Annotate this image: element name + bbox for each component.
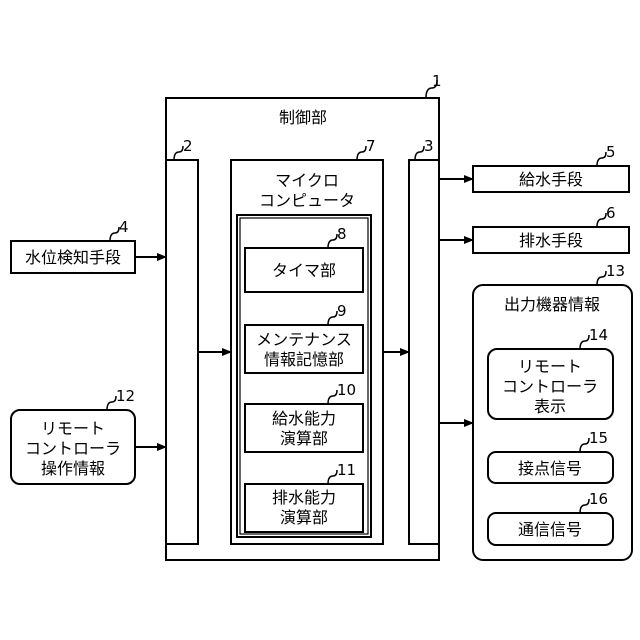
leader-5 <box>597 152 606 166</box>
supply-capacity-calc-label-line1: 給水能力 <box>272 409 336 428</box>
comm-signal-label: 通信信号 <box>518 520 582 539</box>
maintenance-storage-label-line2: 情報記憶部 <box>264 350 344 369</box>
ref-number-3: 3 <box>424 137 434 155</box>
leader-9 <box>328 311 337 325</box>
leader-11 <box>328 470 337 484</box>
output-device-info-label: 出力機器情報 <box>504 295 600 314</box>
drain-capacity-calc-label-line2: 演算部 <box>280 508 328 527</box>
supply-capacity-calc-label-line2: 演算部 <box>280 429 328 448</box>
ref-number-1: 1 <box>432 72 442 90</box>
ref-number-16: 16 <box>589 490 608 508</box>
microcomputer-label-line2: コンピュータ <box>259 191 355 210</box>
output-device-info-box <box>473 285 632 560</box>
remote-display-label-line1: リモート <box>518 357 582 376</box>
drain-means-label: 排水手段 <box>519 231 583 250</box>
ref-number-15: 15 <box>589 429 608 447</box>
ref-number-9: 9 <box>337 302 347 320</box>
remote-display-label-line3: 表示 <box>534 397 566 416</box>
ref-number-13: 13 <box>606 262 625 280</box>
ref-number-6: 6 <box>606 204 616 222</box>
drain-capacity-calc-label-line1: 排水能力 <box>272 488 336 507</box>
remote-display-label-line2: コントローラ <box>502 377 598 396</box>
ref-number-14: 14 <box>589 326 608 344</box>
leader-3 <box>415 146 424 160</box>
timer-unit-label: タイマ部 <box>272 261 336 280</box>
remote-operation-info-label-line1: リモート <box>41 419 105 438</box>
ref-number-5: 5 <box>606 143 616 161</box>
microcomputer-label-line1: マイクロ <box>275 171 339 190</box>
leader-16 <box>580 499 589 513</box>
input-interface-box <box>166 160 198 544</box>
water-level-detector-label: 水位検知手段 <box>25 248 121 267</box>
contact-signal-label: 接点信号 <box>518 459 582 478</box>
leader-15 <box>580 438 589 452</box>
leader-7 <box>357 146 366 160</box>
remote-operation-info-label-line3: 操作情報 <box>41 459 105 478</box>
ref-number-12: 12 <box>116 387 135 405</box>
ref-number-4: 4 <box>119 218 129 236</box>
remote-operation-info-label-line2: コントローラ <box>25 439 121 458</box>
leader-6 <box>597 213 606 227</box>
output-interface-box <box>409 160 439 544</box>
leader-13 <box>597 271 606 285</box>
ref-number-10: 10 <box>337 381 356 399</box>
control-unit-label: 制御部 <box>279 108 327 127</box>
ref-number-8: 8 <box>337 225 347 243</box>
water-supply-means-label: 給水手段 <box>519 170 583 189</box>
leader-14 <box>580 335 589 349</box>
maintenance-storage-label-line1: メンテナンス <box>256 330 352 349</box>
ref-number-2: 2 <box>183 137 193 155</box>
leader-4 <box>110 227 119 241</box>
leader-12 <box>107 396 116 410</box>
leader-2 <box>174 146 183 160</box>
ref-number-7: 7 <box>366 137 376 155</box>
leader-10 <box>328 390 337 404</box>
ref-number-11: 11 <box>337 461 356 479</box>
leader-8 <box>328 234 337 248</box>
